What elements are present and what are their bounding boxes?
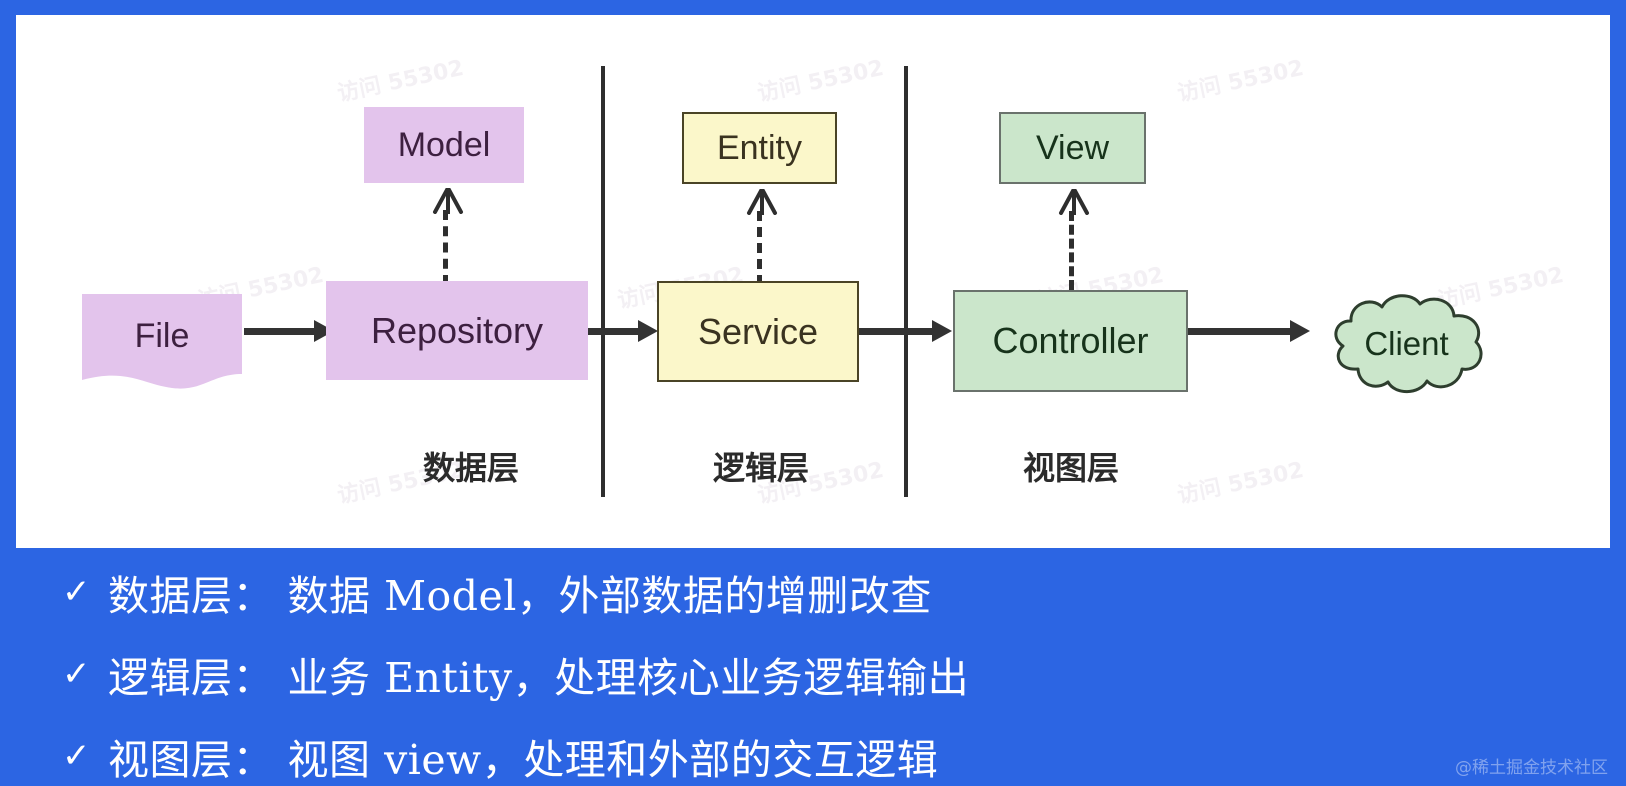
diagram-watermark: 访问 55302 xyxy=(755,55,886,107)
arrowhead-up-icon xyxy=(1058,189,1090,215)
node-model[interactable]: Model xyxy=(364,107,524,183)
node-file-label: File xyxy=(134,316,190,355)
arrow-repository-to-service xyxy=(588,320,658,342)
layer-caption-view: 视图层 xyxy=(1022,449,1119,487)
arrow-repository-to-model xyxy=(433,188,463,285)
bullet-item-text: 视图层： 视图 view，处理和外部的交互逻辑 xyxy=(108,736,939,784)
corner-watermark: @稀土掘金技术社区 xyxy=(1455,758,1608,778)
layer-divider-logic-view xyxy=(904,66,908,497)
node-entity[interactable]: Entity xyxy=(682,112,837,184)
diagram-watermark: 访问 55302 xyxy=(1175,55,1306,107)
arrow-controller-to-client xyxy=(1188,320,1310,342)
node-repository[interactable]: Repository xyxy=(326,281,588,380)
bullet-item-view-layer: ✓ 视图层： 视图 view，处理和外部的交互逻辑 xyxy=(62,726,938,786)
node-file[interactable]: File xyxy=(82,294,242,390)
node-controller-label: Controller xyxy=(992,320,1149,361)
diagram-panel: 访问 55302 访问 55302 访问 55302 访问 55302 访问 5… xyxy=(16,15,1610,548)
bullet-item-text: 逻辑层： 业务 Entity，处理核心业务逻辑输出 xyxy=(108,654,970,702)
arrow-service-to-controller xyxy=(859,320,952,342)
check-icon: ✓ xyxy=(62,572,91,612)
node-service-label: Service xyxy=(697,310,819,352)
layer-caption-logic: 逻辑层 xyxy=(712,449,809,487)
layer-divider-data-logic xyxy=(601,66,605,497)
arrow-file-to-repository xyxy=(244,320,334,342)
node-view-label: View xyxy=(1035,128,1110,167)
node-service[interactable]: Service xyxy=(657,281,859,382)
arrowhead-up-icon xyxy=(746,189,778,215)
diagram-watermark: 访问 55302 xyxy=(335,55,466,107)
node-model-label: Model xyxy=(397,125,491,164)
bullet-list: ✓ 数据层： 数据 Model，外部数据的增删改查 ✓ 逻辑层： 业务 Enti… xyxy=(0,548,1626,786)
check-icon: ✓ xyxy=(62,654,91,694)
node-entity-label: Entity xyxy=(716,128,803,167)
node-view[interactable]: View xyxy=(999,112,1146,184)
node-repository-label: Repository xyxy=(370,309,544,351)
bullet-item-text: 数据层： 数据 Model，外部数据的增删改查 xyxy=(108,572,932,620)
arrowhead-up-icon xyxy=(432,188,464,214)
bullet-item-logic-layer: ✓ 逻辑层： 业务 Entity，处理核心业务逻辑输出 xyxy=(62,644,969,704)
layer-caption-data: 数据层 xyxy=(422,449,519,487)
arrow-service-to-entity xyxy=(747,189,777,285)
check-icon: ✓ xyxy=(62,736,91,776)
bullet-item-data-layer: ✓ 数据层： 数据 Model，外部数据的增删改查 xyxy=(62,562,932,622)
node-controller[interactable]: Controller xyxy=(953,290,1188,392)
arrow-controller-to-view xyxy=(1059,189,1089,290)
node-client[interactable]: Client xyxy=(1327,292,1486,395)
node-client-label: Client xyxy=(1364,324,1449,362)
